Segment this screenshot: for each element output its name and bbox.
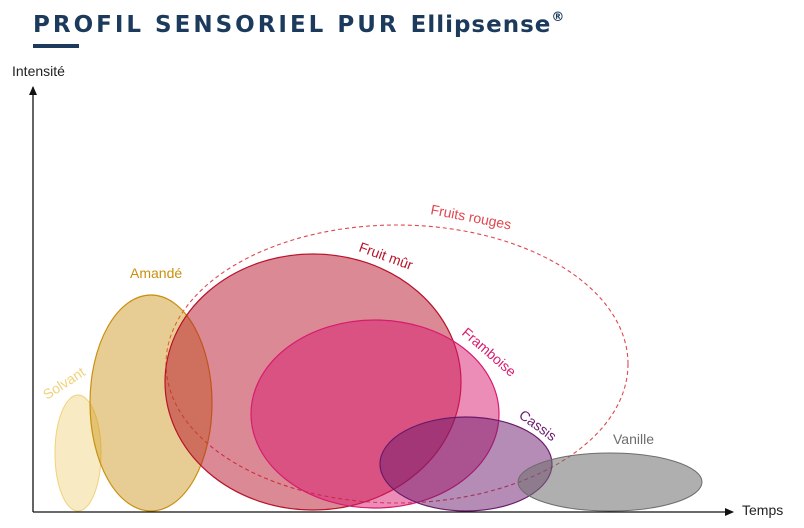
ellipse-solvant	[54, 394, 102, 512]
ellipse-cassis	[379, 416, 553, 512]
title-brand: Ellipsense	[410, 12, 552, 38]
registered-mark: ®	[551, 10, 565, 25]
y-axis-label: Intensité	[12, 63, 65, 79]
title-prefix: PROFIL SENSORIEL PUR	[33, 12, 400, 38]
x-axis-label: Temps	[742, 502, 783, 518]
title-underline	[33, 44, 79, 48]
page-title: PROFIL SENSORIEL PUR Ellipsense®	[33, 10, 565, 38]
label-vanille: Vanille	[613, 431, 654, 447]
ellipse-vanille	[517, 452, 703, 512]
label-fruits-rouges: Fruits rouges	[429, 201, 512, 232]
label-amande: Amandé	[130, 265, 182, 281]
